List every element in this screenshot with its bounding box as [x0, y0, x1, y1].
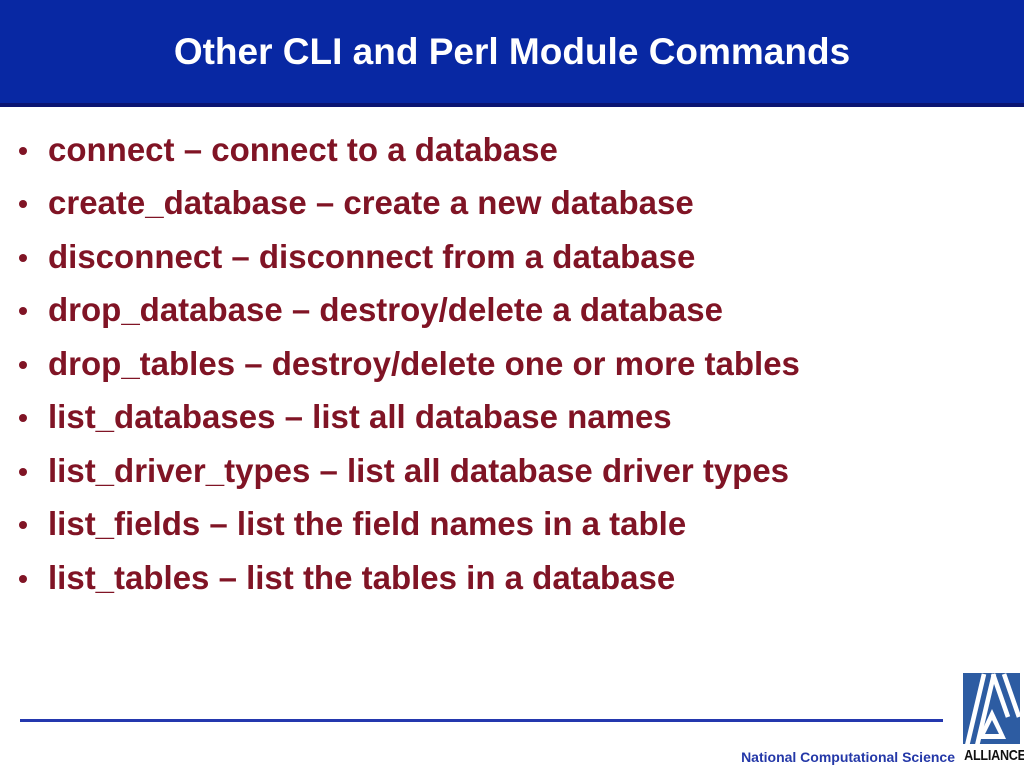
bullet-dot-icon: [19, 200, 27, 209]
bullet-text: list_driver_types – list all database dr…: [48, 451, 790, 489]
bullet-text: drop_tables – destroy/delete one or more…: [48, 344, 800, 382]
slide-header-banner: Other CLI and Perl Module Commands: [0, 0, 1024, 107]
slide-title: Other CLI and Perl Module Commands: [173, 30, 851, 72]
list-item: create_database – create a new database: [19, 177, 1004, 231]
bullet-text: create_database – create a new database: [48, 184, 694, 222]
bullet-text: drop_database – destroy/delete a databas…: [48, 291, 723, 329]
list-item: drop_tables – destroy/delete one or more…: [19, 337, 1004, 391]
bullet-dot-icon: [19, 146, 27, 155]
bullet-dot-icon: [19, 521, 27, 530]
list-item: drop_database – destroy/delete a databas…: [19, 284, 1004, 338]
bullet-text: list_databases – list all database names: [48, 398, 672, 436]
bullet-dot-icon: [19, 414, 27, 423]
list-item: connect – connect to a database: [19, 123, 1004, 177]
footer-caption: National Computational Science: [741, 749, 955, 765]
list-item: disconnect – disconnect from a database: [19, 230, 1004, 284]
bullet-dot-icon: [19, 253, 27, 262]
list-item: list_databases – list all database names: [19, 391, 1004, 445]
bullet-text: list_fields – list the field names in a …: [48, 505, 687, 543]
alliance-logo-icon: [963, 673, 1020, 744]
bullet-dot-icon: [19, 467, 27, 476]
bullet-dot-icon: [19, 360, 27, 369]
footer-divider-line: [20, 719, 943, 722]
list-item: list_driver_types – list all database dr…: [19, 444, 1004, 498]
bullet-list: connect – connect to a database create_d…: [19, 123, 1004, 605]
list-item: list_fields – list the field names in a …: [19, 498, 1004, 552]
bullet-text: list_tables – list the tables in a datab…: [48, 558, 676, 596]
bullet-text: disconnect – disconnect from a database: [48, 237, 696, 275]
bullet-dot-icon: [19, 574, 27, 583]
bullet-dot-icon: [19, 307, 27, 316]
alliance-logo-label: ALLIANCE: [964, 747, 1024, 764]
list-item: list_tables – list the tables in a datab…: [19, 551, 1004, 605]
bullet-text: connect – connect to a database: [48, 130, 558, 168]
